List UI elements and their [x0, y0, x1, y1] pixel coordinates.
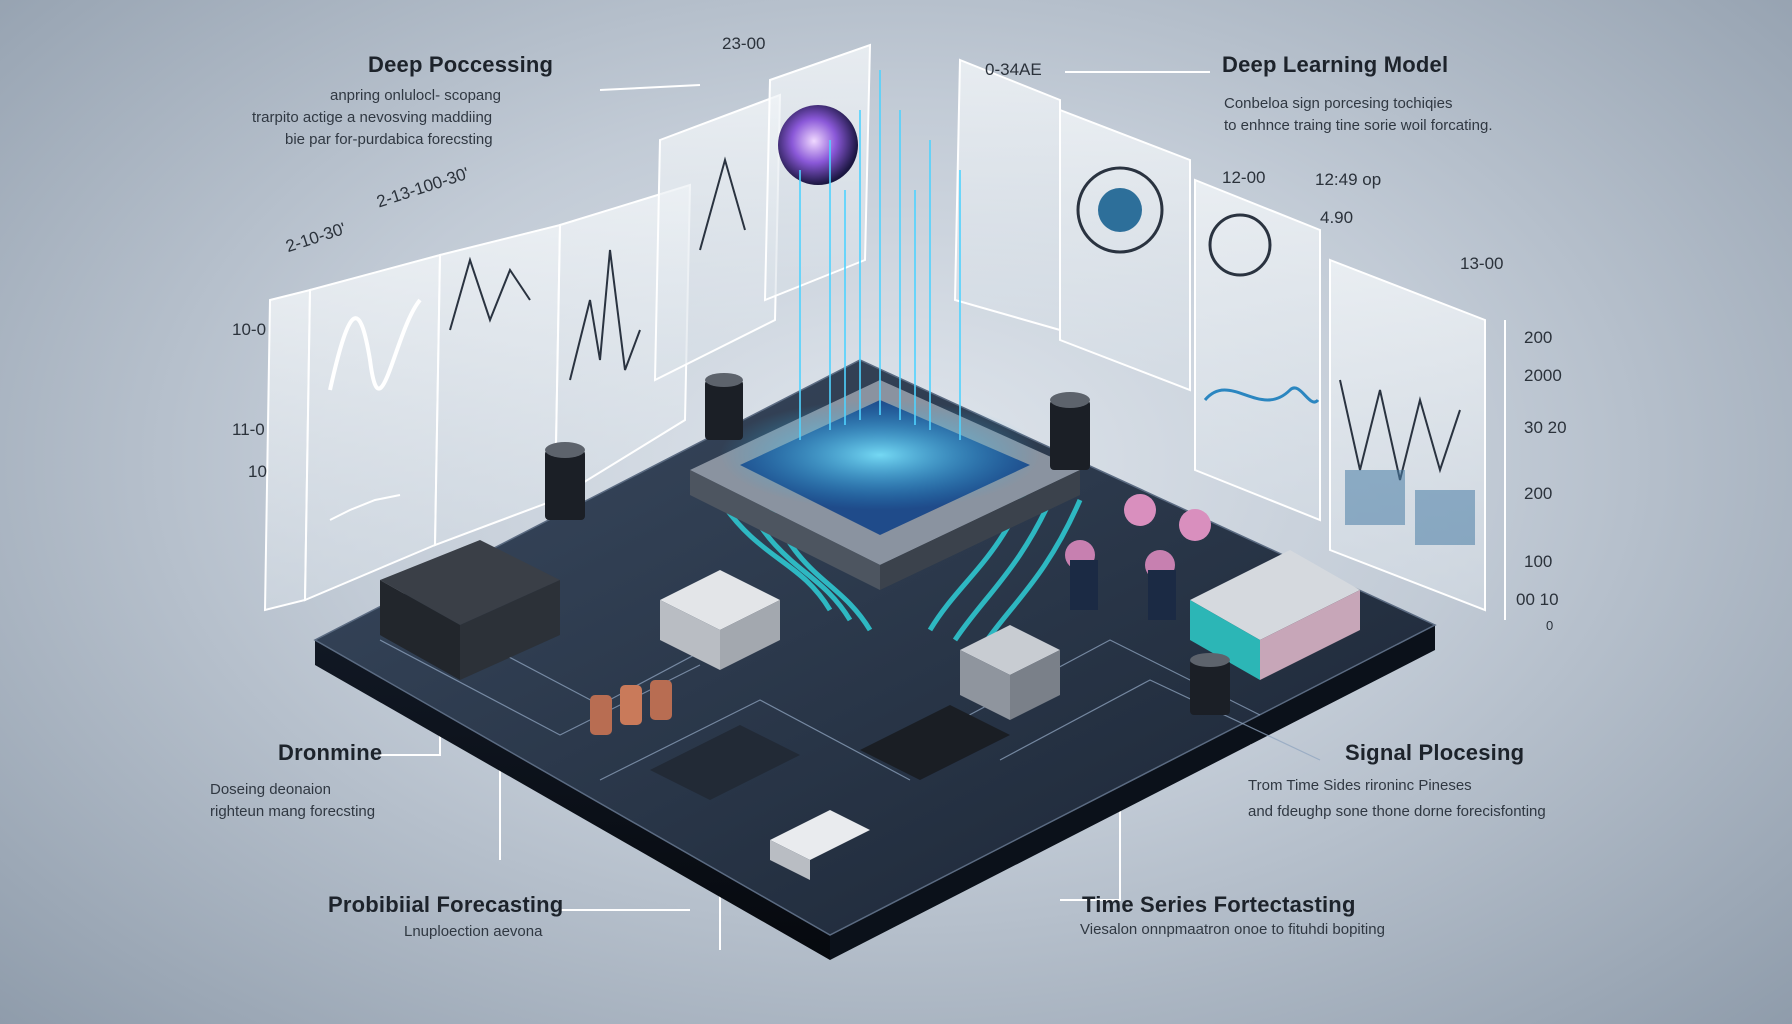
callout-title-time-series: Time Series Fortectasting: [1082, 892, 1356, 917]
hologram-panels-left: [263, 43, 872, 612]
axis-tick-3: 30 20: [1524, 418, 1567, 437]
callout-desc-probabilistic-1: Lnuploection aevona: [404, 923, 543, 940]
callout-desc-deep-processing-3: bie par for-purdabica forecsting: [285, 131, 493, 148]
light-beams: [799, 70, 961, 440]
tick-left-a: 10-0: [232, 320, 267, 339]
axis-tick-6: 00 10: [1516, 590, 1559, 609]
callout-desc-deep-learning-2: to enhnce traing tine sorie woil forcati…: [1224, 117, 1493, 134]
tick-left-c: 10: [248, 462, 267, 481]
callout-desc-time-series-1: Viesalon onnpmaatron onoe to fituhdi bop…: [1080, 921, 1385, 938]
callout-title-deep-processing: Deep Poccessing: [368, 52, 554, 77]
board-side-right: [830, 625, 1435, 960]
tick-top-center: 23-00: [722, 34, 766, 53]
callout-desc-signal-processing-1: Trom Time Sides rironinc Pineses: [1248, 777, 1472, 794]
callout-desc-signal-processing-2: and fdeughp sone thone dorne forecisfont…: [1248, 803, 1546, 820]
axis-tick-7: 0: [1546, 618, 1554, 633]
callout-title-probabilistic: Probibiial Forecasting: [328, 892, 564, 917]
tick-right-b: 12:49 op: [1315, 170, 1382, 189]
tick-left-b: 11-0: [232, 420, 265, 439]
tick-right-a: 12-00: [1222, 168, 1266, 187]
tick-right-d: 13-00: [1460, 254, 1504, 273]
tick-panel-mid: 0-34AE: [985, 60, 1042, 79]
tick-right-c: 4.90: [1320, 208, 1354, 227]
components: [380, 373, 1360, 880]
hologram-panels-right: [953, 58, 1486, 612]
axis-tick-4: 200: [1524, 484, 1553, 503]
axis-tick-2: 2000: [1524, 366, 1562, 385]
callout-title-signal-processing: Signal Plocesing: [1345, 740, 1525, 765]
callout-title-dronmine: Dronmine: [278, 740, 383, 765]
circuit-board: [313, 359, 1437, 936]
callout-desc-deep-processing-1: anpring onlulocl- scopang: [330, 87, 501, 104]
callout-desc-dronmine-1: Doseing deonaion: [210, 781, 331, 798]
callout-desc-deep-processing-2: trarpito actige a nevosving maddiing: [252, 109, 493, 126]
axis-tick-1: 200: [1524, 328, 1553, 347]
callout-title-deep-learning: Deep Learning Model: [1222, 52, 1449, 77]
board-side: [315, 640, 830, 960]
callout-desc-dronmine-2: righteun mang forecsting: [210, 803, 376, 820]
callout-desc-deep-learning-1: Conbeloa sign porcesing tochiqies: [1224, 95, 1453, 112]
axis-tick-5: 100: [1524, 552, 1553, 571]
